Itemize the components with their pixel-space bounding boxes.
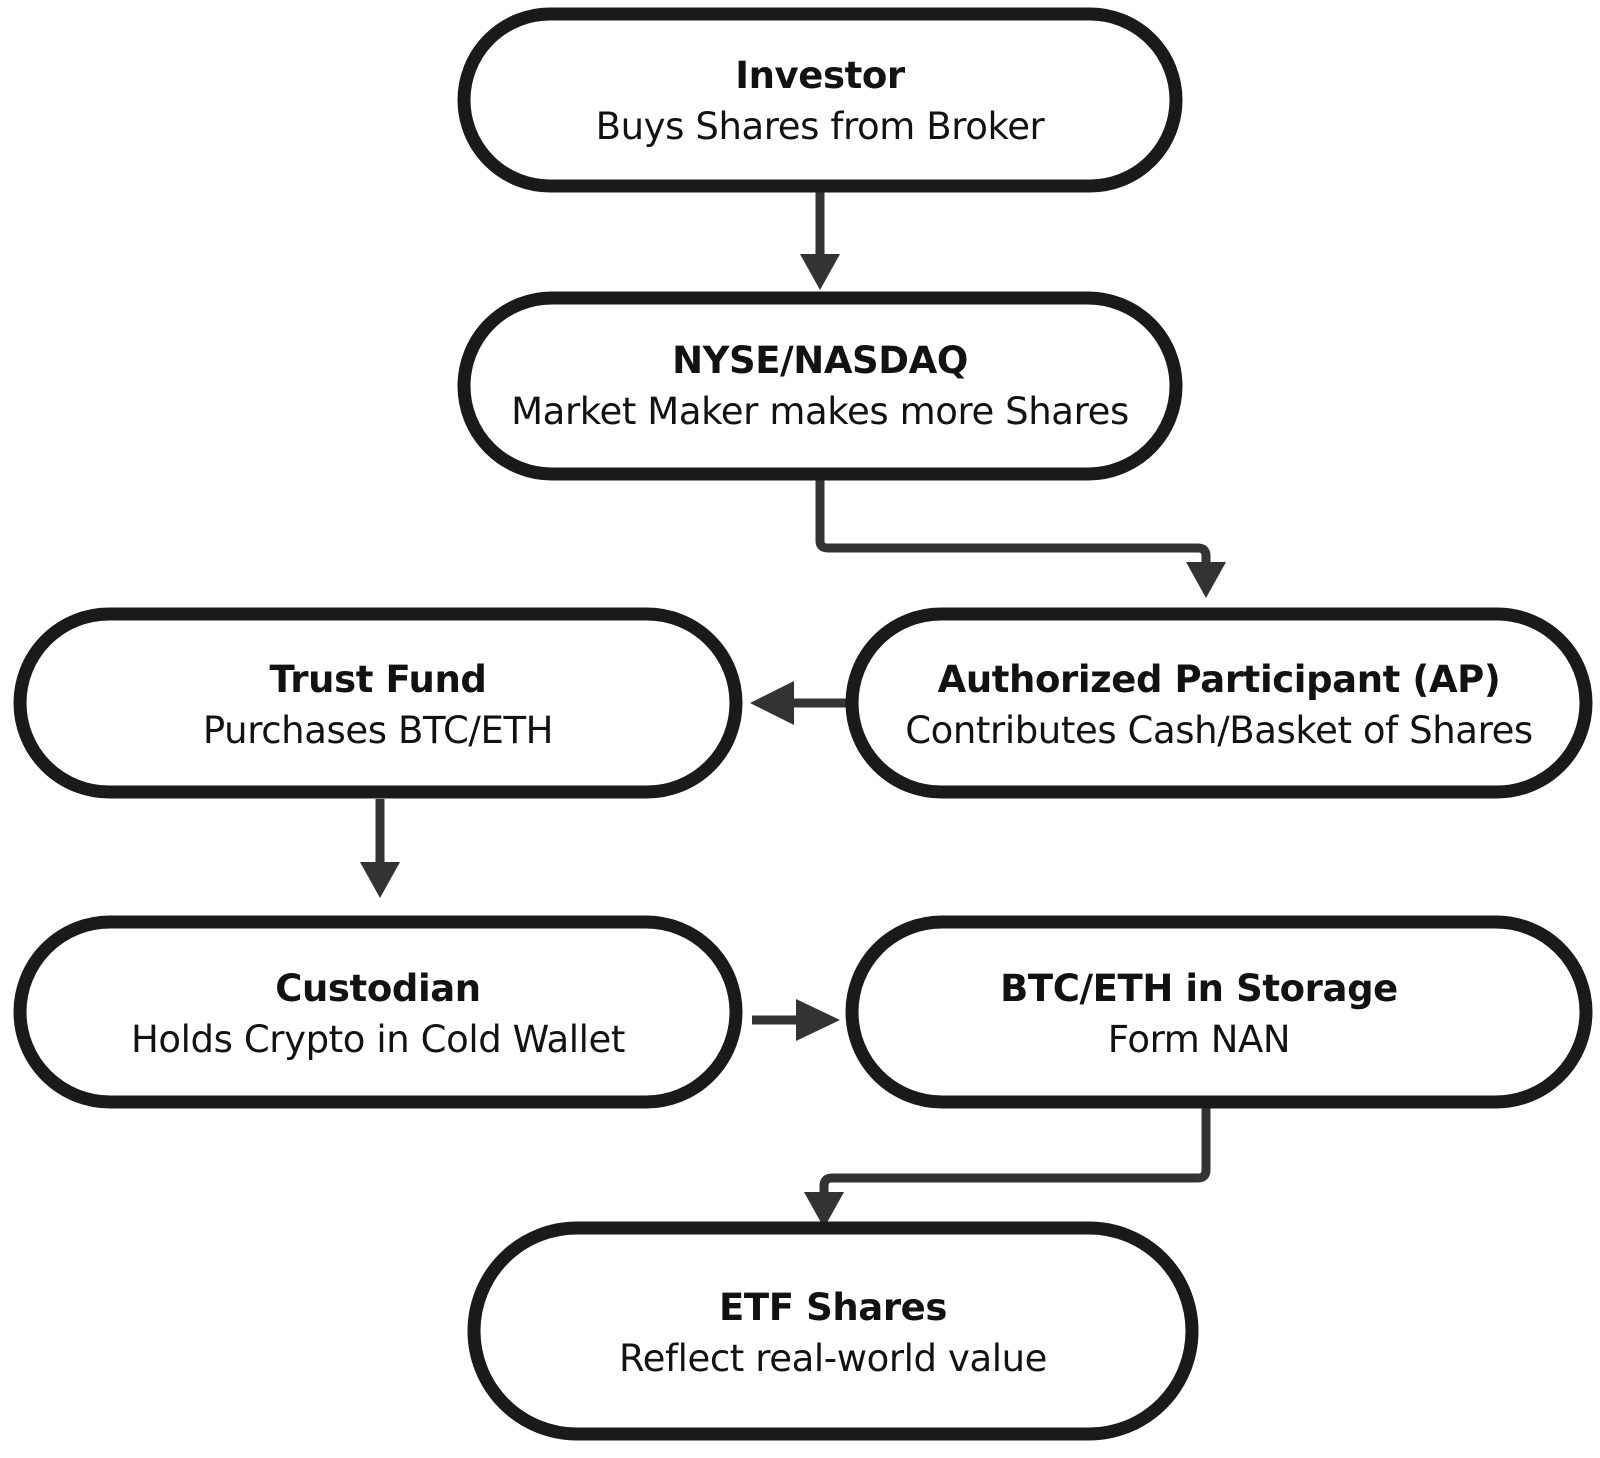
- node-exchange[interactable]: NYSE/NASDAQ Market Maker makes more Shar…: [457, 291, 1183, 481]
- node-trust-fund[interactable]: Trust Fund Purchases BTC/ETH: [13, 607, 743, 799]
- node-custodian-shape[interactable]: [13, 915, 743, 1109]
- edge-storage-to-etf-shares: [804, 1108, 1211, 1228]
- arrowhead-icon: [796, 999, 840, 1041]
- node-custodian-subtitle: Holds Crypto in Cold Wallet: [131, 1018, 625, 1061]
- edge-custodian-to-storage: [752, 999, 840, 1041]
- node-etf-shares-shape[interactable]: [467, 1221, 1199, 1441]
- node-authorized-participant[interactable]: Authorized Participant (AP) Contributes …: [845, 607, 1593, 799]
- node-custodian-title: Custodian: [275, 967, 481, 1010]
- node-storage-subtitle: Form NAN: [1108, 1018, 1290, 1061]
- node-trust-fund-subtitle: Purchases BTC/ETH: [203, 709, 553, 752]
- node-authorized-participant-shape[interactable]: [845, 607, 1593, 799]
- arrowhead-icon: [804, 1192, 844, 1228]
- edge-line: [815, 479, 1211, 566]
- node-authorized-participant-subtitle: Contributes Cash/Basket of Shares: [905, 709, 1533, 752]
- edge-ap-to-trust-fund: [750, 681, 846, 725]
- edge-trust-fund-to-custodian: [360, 799, 400, 898]
- arrowhead-icon: [800, 254, 840, 290]
- node-etf-shares-subtitle: Reflect real-world value: [619, 1337, 1047, 1380]
- node-custodian[interactable]: Custodian Holds Crypto in Cold Wallet: [13, 915, 743, 1109]
- edge-investor-to-exchange: [800, 191, 840, 290]
- arrowhead-icon: [1186, 562, 1226, 598]
- node-authorized-participant-title: Authorized Participant (AP): [938, 658, 1501, 701]
- node-storage-title: BTC/ETH in Storage: [1000, 967, 1398, 1010]
- node-investor-subtitle: Buys Shares from Broker: [596, 105, 1046, 148]
- edge-line: [819, 1108, 1211, 1196]
- node-investor-shape[interactable]: [457, 7, 1183, 193]
- node-storage[interactable]: BTC/ETH in Storage Form NAN: [845, 915, 1593, 1109]
- node-investor-title: Investor: [735, 54, 906, 97]
- node-etf-shares-title: ETF Shares: [719, 1286, 947, 1329]
- node-exchange-shape[interactable]: [457, 291, 1183, 481]
- node-storage-shape[interactable]: [845, 915, 1593, 1109]
- arrowhead-icon: [360, 862, 400, 898]
- node-trust-fund-title: Trust Fund: [270, 658, 487, 701]
- node-investor[interactable]: Investor Buys Shares from Broker: [457, 7, 1183, 193]
- node-exchange-subtitle: Market Maker makes more Shares: [511, 390, 1129, 433]
- arrowhead-icon: [750, 681, 794, 725]
- edge-exchange-to-ap: [815, 479, 1226, 598]
- node-etf-shares[interactable]: ETF Shares Reflect real-world value: [467, 1221, 1199, 1441]
- node-trust-fund-shape[interactable]: [13, 607, 743, 799]
- node-exchange-title: NYSE/NASDAQ: [672, 339, 968, 382]
